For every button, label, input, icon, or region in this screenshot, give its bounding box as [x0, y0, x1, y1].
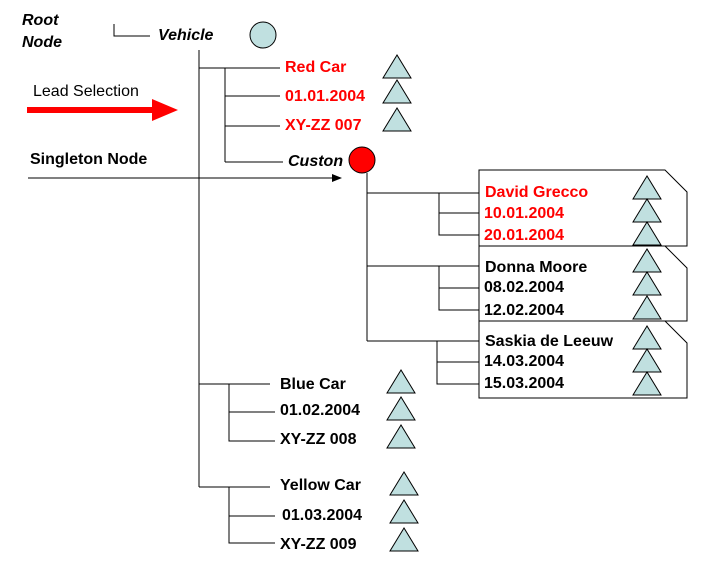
triangle-icon: [632, 221, 662, 246]
car-name-yellow: Yellow Car: [280, 477, 361, 494]
customer-date-saskia-1: 14.03.2004: [484, 353, 565, 370]
customer-date-donna-1: 08.02.2004: [484, 279, 565, 296]
car-name-red: Red Car: [285, 59, 347, 76]
triangle-icon: [382, 107, 412, 132]
david-subtrunk: [438, 193, 480, 236]
singleton-node-label: Singleton Node: [30, 151, 148, 168]
root-connector: [113, 24, 150, 37]
car-name-blue: Blue Car: [280, 376, 346, 393]
customer-name-david: David Grecco: [485, 184, 589, 201]
customer-box-donna: [478, 245, 688, 322]
customer-boxes: [478, 169, 688, 399]
tree-lines: [113, 24, 480, 544]
triangle-icon: [382, 79, 412, 104]
customer-date-donna-2: 12.02.2004: [484, 302, 565, 319]
lead-selection-arrow: [27, 99, 178, 121]
triangle-icon: [386, 369, 416, 394]
triangle-icon: [632, 295, 662, 320]
blue-car-subtrunk: [228, 384, 275, 442]
donna-subtrunk: [438, 266, 480, 311]
customer-box-saskia: [478, 320, 688, 399]
vehicle-node-label: Vehicle: [158, 27, 214, 44]
customer-date-david-2: 20.01.2004: [484, 227, 565, 244]
yellow-car-subtrunk: [228, 487, 275, 544]
root-node-label: Root Node: [22, 12, 62, 51]
customer-date-saskia-2: 15.03.2004: [484, 375, 565, 392]
triangle-icon: [389, 499, 419, 524]
car-plate-blue: XY-ZZ 008: [280, 431, 357, 448]
customer-node-circle: [348, 146, 376, 174]
car-plate-red: XY-ZZ 007: [285, 117, 362, 134]
customer-box-david: [478, 169, 688, 247]
customer-node-label: Custon: [288, 153, 344, 170]
car-date-red: 01.01.2004: [285, 88, 366, 105]
attribute-triangles: [382, 54, 662, 552]
lead-selection-label: Lead Selection: [33, 83, 139, 100]
triangle-icon: [632, 271, 662, 296]
triangle-icon: [389, 527, 419, 552]
triangle-icon: [632, 371, 662, 396]
triangle-icon: [382, 54, 412, 79]
triangle-icon: [386, 396, 416, 421]
customer-date-david-1: 10.01.2004: [484, 205, 565, 222]
vehicle-node-circle: [249, 21, 277, 49]
car-plate-yellow: XY-ZZ 009: [280, 536, 357, 553]
saskia-subtrunk: [436, 341, 480, 385]
car-date-blue: 01.02.2004: [280, 402, 361, 419]
singleton-node-arrow: [28, 174, 342, 182]
customer-name-saskia: Saskia de Leeuw: [485, 333, 614, 350]
triangle-icon: [389, 471, 419, 496]
car-date-yellow: 01.03.2004: [282, 507, 363, 524]
triangle-icon: [386, 424, 416, 449]
customer-name-donna: Donna Moore: [485, 259, 588, 276]
